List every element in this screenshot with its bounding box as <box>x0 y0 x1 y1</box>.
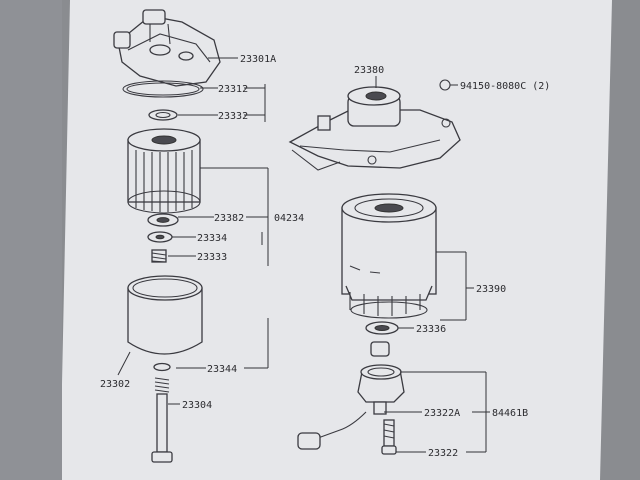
label-23304: 23304 <box>182 400 212 411</box>
label-23312: 23312 <box>218 84 248 95</box>
filter-head-23301A <box>113 9 221 87</box>
label-23302: 23302 <box>100 379 130 390</box>
drain-plug-84461B <box>357 341 405 415</box>
sensor-wire <box>297 411 367 450</box>
label-94150-8080C: 94150-8080C (2) <box>460 81 550 92</box>
filter-case-23302 <box>127 275 203 355</box>
label-23334: 23334 <box>197 233 227 244</box>
spring-23333 <box>151 249 167 263</box>
label-23333: 23333 <box>197 252 227 263</box>
label-23336: 23336 <box>416 324 446 335</box>
label-23380: 23380 <box>354 65 384 76</box>
label-23344: 23344 <box>207 364 237 375</box>
label-04234: 04234 <box>274 213 304 224</box>
ring-23344 <box>153 362 171 372</box>
bolt-23304 <box>151 377 173 463</box>
o-ring-23312 <box>122 80 204 98</box>
label-23390: 23390 <box>476 284 506 295</box>
label-23322: 23322 <box>428 448 458 459</box>
sensor-23322 <box>381 419 397 455</box>
paper-sheet <box>60 0 612 480</box>
filter-cartridge-23390 <box>341 193 437 319</box>
label-23301A: 23301A <box>240 54 276 65</box>
filter-element <box>127 128 201 214</box>
label-84461B: 84461B <box>492 408 528 419</box>
label-23382: 23382 <box>214 213 244 224</box>
label-23322A: 23322A <box>424 408 460 419</box>
gasket-23332 <box>148 109 178 121</box>
left-margin <box>0 0 62 480</box>
filter-head-23380 <box>288 86 461 171</box>
right-leaders <box>375 76 490 453</box>
left-leaders <box>117 57 269 405</box>
label-23332: 23332 <box>218 111 248 122</box>
